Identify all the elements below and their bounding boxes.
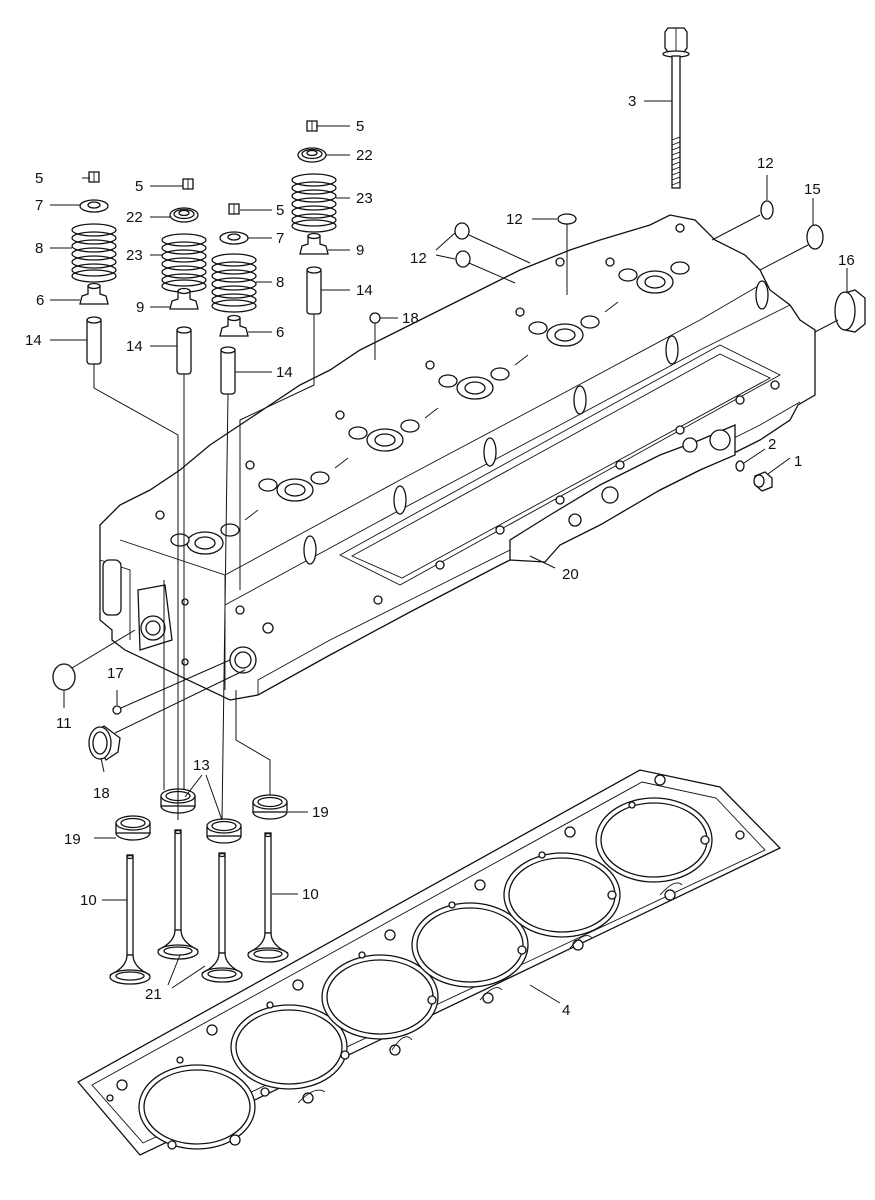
callout-21: 21 — [145, 986, 162, 1003]
callout-labels: 1 2 3 4 5 5 5 5 6 6 7 7 8 8 9 9 10 10 11… — [25, 93, 855, 1019]
callout-11: 11 — [56, 715, 72, 732]
callout-18: 18 — [402, 310, 419, 327]
callout-14: 14 — [356, 282, 373, 299]
callout-22: 22 — [126, 209, 143, 226]
callout-12: 12 — [757, 155, 774, 172]
callout-6: 6 — [36, 292, 44, 309]
head-gasket — [76, 769, 782, 1156]
callout-9: 9 — [136, 299, 144, 316]
callout-5: 5 — [135, 178, 143, 195]
callout-22: 22 — [356, 147, 373, 164]
callout-10: 10 — [302, 886, 319, 903]
callout-14: 14 — [276, 364, 293, 381]
callout-9: 9 — [356, 242, 364, 259]
callout-5: 5 — [356, 118, 364, 135]
callout-8: 8 — [35, 240, 43, 257]
callout-3: 3 — [628, 93, 636, 110]
callout-20: 20 — [562, 566, 579, 583]
cylinder-head — [99, 214, 816, 701]
callout-7: 7 — [35, 197, 43, 214]
leader-lines — [50, 100, 848, 1004]
head-bolt — [662, 27, 690, 189]
callout-12: 12 — [506, 211, 523, 228]
callout-19: 19 — [64, 831, 81, 848]
callout-14: 14 — [126, 338, 143, 355]
callout-5: 5 — [276, 202, 284, 219]
callout-5: 5 — [35, 170, 43, 187]
callout-19: 19 — [312, 804, 329, 821]
callout-7: 7 — [276, 230, 284, 247]
callout-2: 2 — [768, 436, 776, 453]
callout-10: 10 — [80, 892, 97, 909]
callout-6: 6 — [276, 324, 284, 341]
callout-17: 17 — [107, 665, 124, 682]
callout-16: 16 — [838, 252, 855, 269]
callout-14: 14 — [25, 332, 42, 349]
callout-15: 15 — [804, 181, 821, 198]
callout-4: 4 — [562, 1002, 570, 1019]
callout-8: 8 — [276, 274, 284, 291]
callout-23: 23 — [356, 190, 373, 207]
callout-13: 13 — [193, 757, 210, 774]
callout-23: 23 — [126, 247, 143, 264]
callout-1: 1 — [794, 453, 802, 470]
callout-18: 18 — [93, 785, 110, 802]
callout-12: 12 — [410, 250, 427, 267]
